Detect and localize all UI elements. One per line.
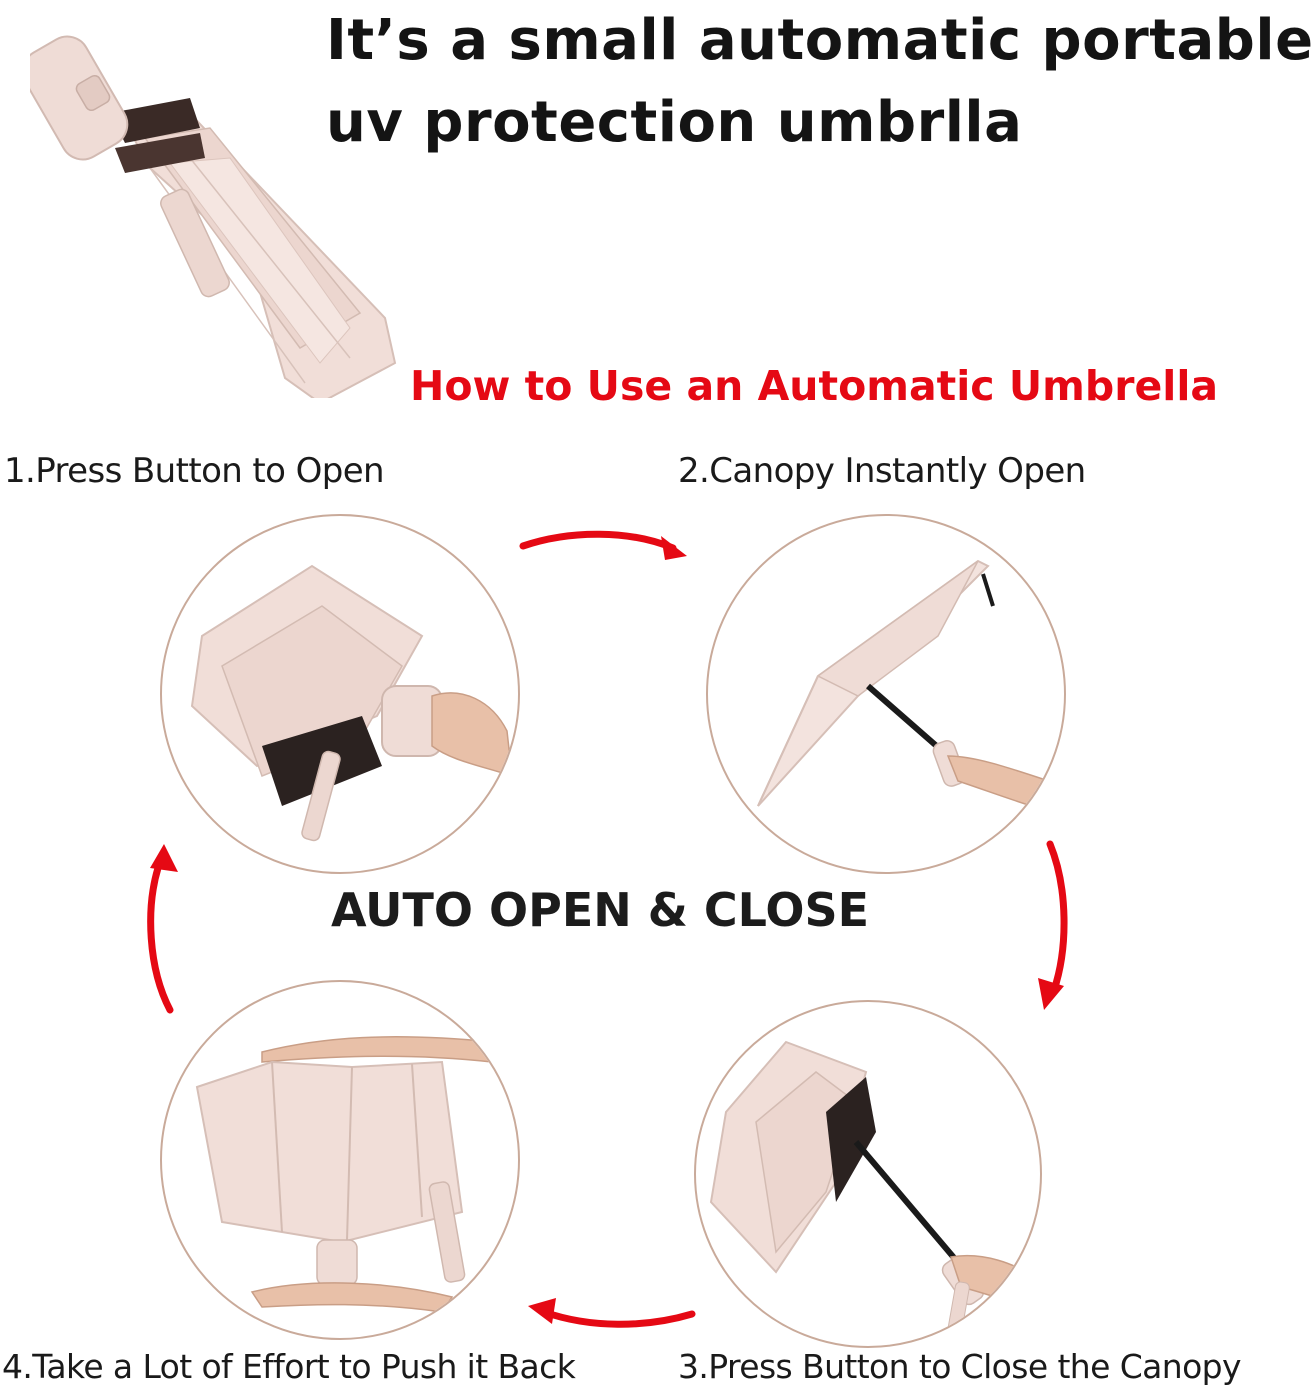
arrow-up-left-icon bbox=[136, 838, 186, 1018]
arrow-right-top-icon bbox=[515, 520, 695, 570]
step-1-image bbox=[160, 514, 520, 874]
step-2-image bbox=[706, 514, 1066, 874]
step-3-label: 3.Press Button to Close the Canopy bbox=[678, 1347, 1242, 1386]
step-1-label: 1.Press Button to Open bbox=[4, 451, 385, 491]
auto-open-close-title: AUTO OPEN & CLOSE bbox=[330, 883, 869, 937]
arrow-down-right-icon bbox=[1030, 838, 1080, 1018]
step-2-label: 2.Canopy Instantly Open bbox=[678, 451, 1086, 491]
headline-line-1: It’s a small automatic portable bbox=[326, 8, 1311, 73]
headline: It’s a small automatic portable uv prote… bbox=[326, 0, 1311, 164]
arrow-left-bottom-icon bbox=[520, 1290, 700, 1340]
how-to-title: How to Use an Automatic Umbrella bbox=[410, 362, 1219, 410]
step-4-label: 4.Take a Lot of Effort to Push it Back bbox=[2, 1347, 576, 1386]
step-3-image bbox=[694, 1000, 1042, 1348]
headline-line-2: uv protection umbrlla bbox=[326, 90, 1023, 155]
step-4-image bbox=[160, 980, 520, 1340]
folded-umbrella-image bbox=[30, 18, 400, 398]
